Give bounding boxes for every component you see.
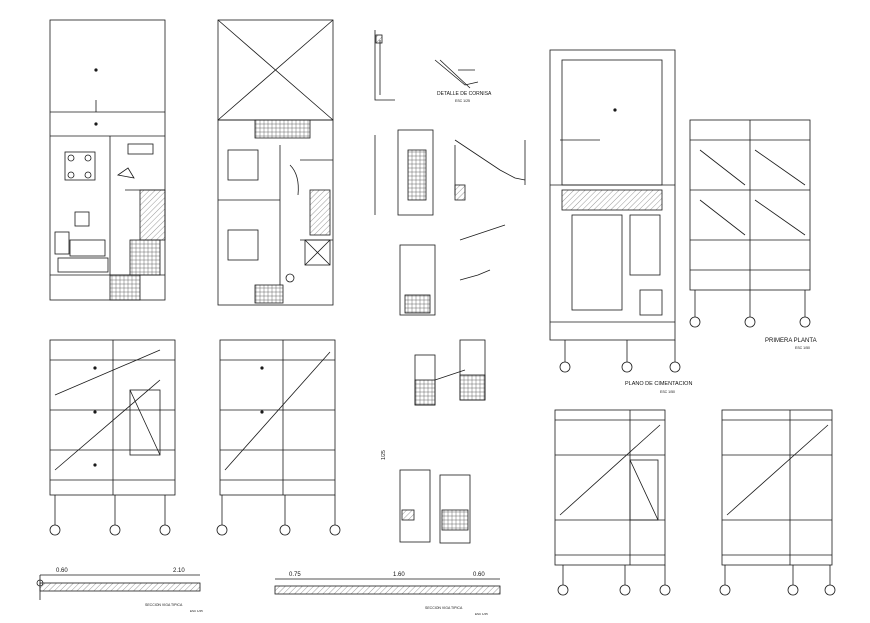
foundation-plan-title: PLANO DE CIMENTACION [625, 381, 692, 387]
ground-floor-plan [49, 19, 166, 301]
beam-section-b [274, 578, 501, 595]
thumbnail-plans [399, 469, 471, 544]
foundation-plan-scale: ESC 1/50 [660, 390, 675, 394]
section-a-title: SECCION VIGA TIPICA [145, 603, 183, 607]
beam-plan-b [216, 339, 341, 536]
beam-plan-a [49, 339, 176, 536]
beam-section-a [36, 574, 201, 600]
dimension-060b: 0.60 [473, 572, 485, 578]
beam-plan-c [554, 409, 671, 596]
section-b-title: SECCION VIGA TIPICA [425, 606, 463, 610]
first-floor-title: PRIMERA PLANTA [765, 338, 817, 344]
upper-floor-plan [217, 19, 334, 306]
foundation-plan [549, 49, 681, 373]
cornice-detail-scale: ESC 1/25 [455, 99, 470, 103]
dimension-060: 0.60 [56, 568, 68, 574]
dimension-160: 1.60 [393, 572, 405, 578]
beam-plan-d [719, 409, 836, 596]
first-floor-scale: ESC 1/50 [795, 346, 810, 350]
dimension-210: 2.10 [173, 568, 185, 574]
section-a-scale: ESC 1/25 [190, 609, 203, 613]
stair-details [374, 129, 526, 406]
vertical-scale-label: 1/25 [381, 450, 387, 460]
dimension-075: 0.75 [289, 572, 301, 578]
cornice-detail [374, 30, 479, 101]
section-b-scale: ESC 1/25 [475, 612, 488, 616]
cornice-detail-title: DETALLE DE CORNISA [437, 91, 492, 97]
first-floor-beam-plan [689, 119, 811, 328]
